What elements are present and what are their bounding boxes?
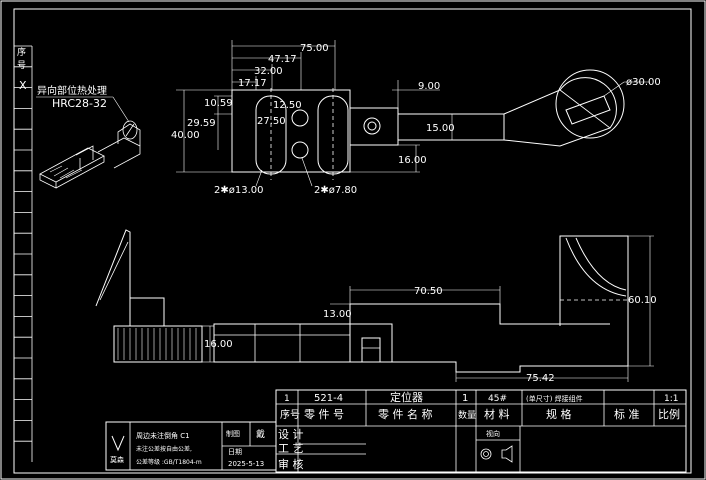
dim-75: 75.00 xyxy=(300,43,329,54)
dim-9: 9.00 xyxy=(418,81,440,92)
plan-boss-circle xyxy=(555,69,625,139)
dim-30: ø30.00 xyxy=(626,77,661,88)
hdr-part-no: 零 件 号 xyxy=(304,408,344,421)
hole-small-bottom xyxy=(291,141,309,159)
dim-6010: 60.10 xyxy=(628,295,657,306)
hdr-part-name: 零 件 名 称 xyxy=(378,407,433,421)
dim-13: 13.00 xyxy=(323,309,352,320)
hdr-spec: 规 格 xyxy=(546,407,572,421)
logo-icon xyxy=(111,435,125,452)
hdr-std: 标 准 xyxy=(614,407,640,421)
notes-line1: 周边未注倒角 C1 xyxy=(136,431,190,440)
seq-label-x: X xyxy=(19,79,27,92)
dim-16: 16.00 xyxy=(398,155,427,166)
projection-circle-icon xyxy=(480,448,492,460)
dim-7542: 75.42 xyxy=(526,373,555,384)
row1-part-name: 定位器 xyxy=(390,390,423,404)
row1-no: 1 xyxy=(284,394,290,404)
dim-32: 32.00 xyxy=(254,66,283,77)
row1-material: 45# xyxy=(488,394,507,404)
draft-label: 制图 xyxy=(226,429,240,438)
logo-text: 莫森 xyxy=(110,455,124,464)
seq-label-2: 号 xyxy=(17,60,26,71)
note-line1: 异向部位热处理 xyxy=(37,84,107,97)
seq-label-1: 序 xyxy=(17,46,26,58)
notes-line3: 公差等级 :GB/T1804-m xyxy=(136,458,202,466)
row1-spec: (单尺寸) 焊接组件 xyxy=(526,394,583,403)
draft-name: 戴 xyxy=(256,428,265,440)
notes-line2: 未注公差按自由公差, xyxy=(136,445,192,453)
hdr-scale: 比例 xyxy=(658,407,680,421)
label-design: 设 计 xyxy=(278,428,304,441)
dim-47: 47.17 xyxy=(268,54,297,65)
note-line2: HRC28-32 xyxy=(52,97,107,110)
plan-view: 75.00 47.17 32.00 17.17 9.00 ø30.00 10.5… xyxy=(171,40,661,196)
label-process: 工 艺 xyxy=(278,442,304,455)
dim-2959: 29.59 xyxy=(187,118,216,129)
label-review: 审 核 xyxy=(278,457,304,471)
row1-part-no: 521-4 xyxy=(314,393,343,404)
hdr-material: 材 料 xyxy=(484,407,510,421)
hole-callout-13: 2✱ø13.00 xyxy=(214,185,264,196)
notes-block: 莫森 周边未注倒角 C1 未注公差按自由公差, 公差等级 :GB/T1804-m… xyxy=(105,421,277,471)
heat-treatment-note: 异向部位热处理 HRC28-32 xyxy=(36,84,130,123)
projection-cone-icon xyxy=(501,445,513,463)
hole-callout-7: 2✱ø7.80 xyxy=(314,185,357,196)
row1-qty: 1 xyxy=(462,393,468,404)
dim-16f: 16.00 xyxy=(204,339,233,350)
row1-scale: 1:1 xyxy=(664,394,678,404)
hole-small-top xyxy=(291,109,309,127)
title-block: 1 521-4 定位器 1 45# (单尺寸) 焊接组件 1:1 序号 零 件 … xyxy=(275,389,687,473)
label-projection: 视向 xyxy=(486,429,500,438)
sequence-column: 序 号 X xyxy=(14,45,33,462)
dim-2750: 27.50 xyxy=(257,116,286,127)
isometric-view xyxy=(39,120,141,189)
dim-15: 15.00 xyxy=(426,123,455,134)
slot-right xyxy=(317,95,349,175)
hdr-qty: 数量 xyxy=(458,409,476,421)
dim-1059: 10.59 xyxy=(204,98,233,109)
dim-7050: 70.50 xyxy=(414,286,443,297)
dim-1250: 12.50 xyxy=(273,100,302,111)
date-label: 日期 xyxy=(228,448,242,456)
dim-17: 17.17 xyxy=(238,78,267,89)
date-value: 2025-5-13 xyxy=(228,460,264,468)
front-view: 70.50 13.00 16.00 60.10 75.42 xyxy=(95,229,657,384)
inner-border xyxy=(13,8,692,474)
hdr-seq: 序号 xyxy=(280,408,300,421)
dim-40: 40.00 xyxy=(171,130,200,141)
